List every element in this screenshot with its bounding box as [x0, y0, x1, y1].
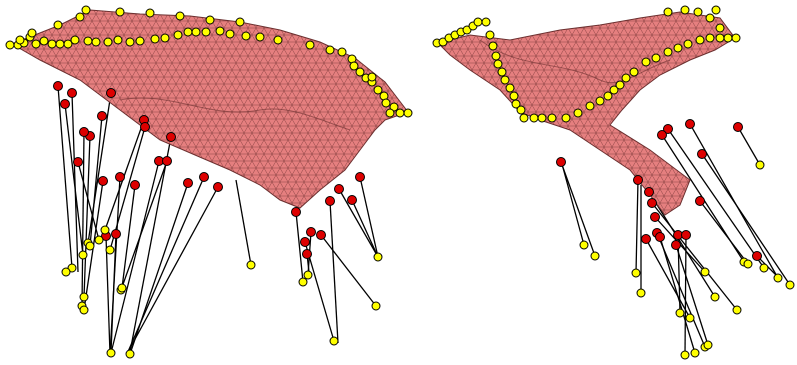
- left-red-points: [53, 81, 365, 259]
- left-panel: [5, 5, 413, 359]
- right-connectors: [560, 123, 791, 356]
- left-boundary-points: [5, 5, 413, 118]
- right-end-points: [579, 160, 795, 360]
- left-end-points: [61, 225, 383, 359]
- right-mesh: [437, 11, 736, 216]
- right-panel: [432, 5, 795, 360]
- right-boundary-points: [432, 5, 741, 123]
- left-mesh: [10, 9, 409, 209]
- right-red-points: [556, 119, 762, 261]
